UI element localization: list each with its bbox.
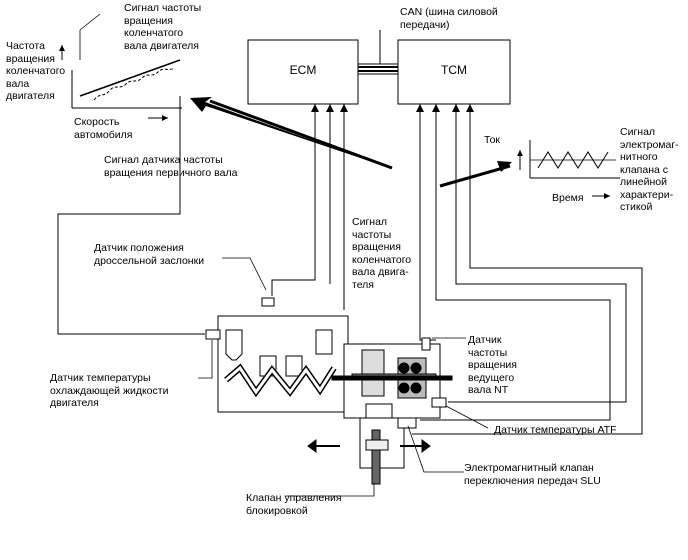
- vehicle-speed-axis-label: Скорость автомобиля: [74, 116, 133, 141]
- engine-block: [205, 297, 349, 413]
- tcm-label: TCM: [441, 63, 467, 77]
- time-axis-label: Время: [552, 192, 584, 204]
- slu-solenoid-label: Электромагнитный клапан переключения пер…: [464, 462, 601, 487]
- lockup-valve-label: Клапан управления блокировкой: [246, 492, 342, 517]
- wiring: [57, 96, 643, 435]
- input-arrowheads: [311, 104, 474, 112]
- input-shaft-sensor-signal-label: Сигнал датчика частоты вращения первично…: [104, 154, 238, 179]
- leader-lines: [198, 257, 489, 497]
- coolant-temp-sensor-label: Датчик температуры охлаждающей жидкости …: [50, 372, 169, 409]
- ecm-box: [247, 39, 359, 105]
- current-label: Ток: [484, 134, 501, 146]
- tcm-box: [397, 39, 511, 105]
- solenoid-graph: [517, 140, 620, 199]
- throttle-sensor-label: Датчик положения дроссельной заслонки: [94, 242, 205, 267]
- nt-sensor-label: Датчик частоты вращения ведущего вала NT: [468, 334, 517, 396]
- can-bus: [357, 30, 399, 75]
- engine-speed-axis-label: Частота вращения коленчатого вала двигат…: [6, 40, 66, 102]
- solenoid-signal-arrow-line: [439, 164, 511, 188]
- transmission: [307, 337, 453, 485]
- solenoid-signal-arrow-head: [497, 161, 512, 172]
- solenoid-signal-label: Сигнал электромаг- нитного клапана с лин…: [620, 126, 679, 213]
- crank-signal-label: Сигнал частоты вращения коленчатого вала…: [352, 216, 412, 291]
- atf-temp-sensor-label: Датчик температуры ATF: [494, 424, 617, 436]
- can-bus-label: CAN (шина силовой передачи): [400, 6, 498, 31]
- crank-signal-graph-label: Сигнал частоты вращения коленчатого вала…: [124, 2, 202, 52]
- engine-speed-graph: [59, 13, 182, 121]
- ecm-label: ECM: [290, 63, 317, 77]
